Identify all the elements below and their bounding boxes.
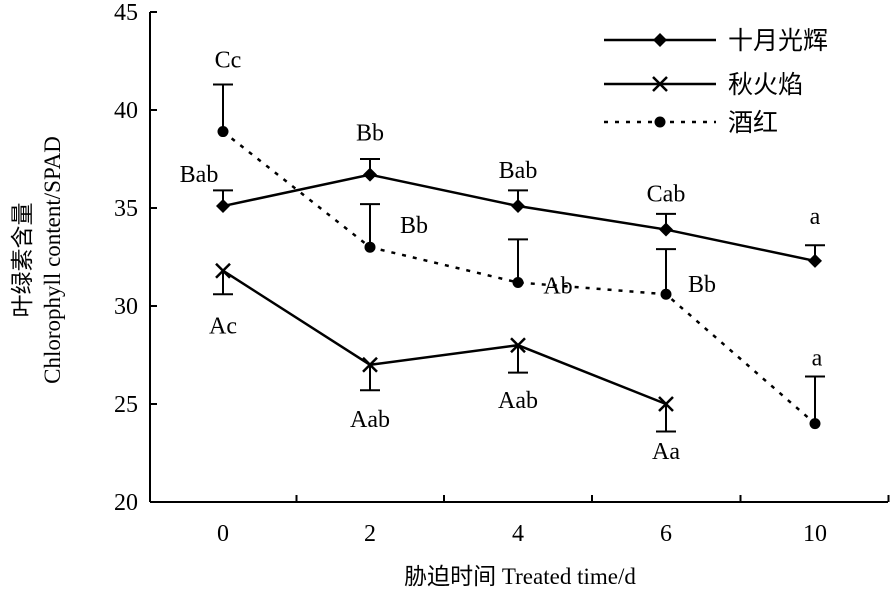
x-axis-title: 胁迫时间 Treated time/d <box>404 564 636 589</box>
circle-marker <box>809 418 821 430</box>
significance-label: Bb <box>400 213 428 239</box>
diamond-marker <box>511 199 525 214</box>
legend-item-1: 十月光辉 <box>604 27 828 55</box>
circle-marker <box>660 288 672 300</box>
significance-label: Cab <box>647 182 686 208</box>
y-tick-label: 40 <box>114 98 138 124</box>
legend-label: 十月光辉 <box>728 27 828 55</box>
x-marker <box>362 356 378 373</box>
y-tick-label: 25 <box>114 392 138 418</box>
significance-label: Bb <box>688 272 716 298</box>
x-tick-label: 10 <box>803 521 827 547</box>
x-marker <box>510 337 526 354</box>
significance-label: Ac <box>209 314 237 340</box>
legend-item-3: 酒红 <box>604 109 778 137</box>
y-tick-label: 20 <box>114 490 138 516</box>
series-1 <box>213 158 825 268</box>
y-axis-title-line2: Chlorophyll content/SPAD <box>40 136 65 384</box>
significance-label: Cc <box>215 48 242 74</box>
significance-label: a <box>810 204 821 230</box>
significance-label: a <box>812 346 823 372</box>
diamond-marker <box>653 33 667 47</box>
significance-label: Bab <box>499 158 538 184</box>
diamond-marker <box>363 167 377 182</box>
legend-label: 秋火焰 <box>728 71 803 99</box>
circle-marker <box>512 276 524 288</box>
x-marker <box>215 262 231 279</box>
legend-label: 酒红 <box>728 109 778 137</box>
series-layer <box>213 83 825 433</box>
circle-marker <box>217 126 229 138</box>
y-tick-label: 35 <box>114 196 138 222</box>
circle-marker <box>654 116 666 128</box>
significance-label: Aa <box>652 439 680 465</box>
series-2 <box>213 262 676 433</box>
x-marker <box>652 76 668 92</box>
y-tick-label: 30 <box>114 294 138 320</box>
legend-item-2: 秋火焰 <box>604 71 803 99</box>
x-tick-label: 2 <box>364 521 376 547</box>
significance-label: Bb <box>356 121 384 147</box>
diamond-marker <box>216 199 230 214</box>
series-line <box>222 130 816 425</box>
y-tick-label: 45 <box>114 0 138 26</box>
x-tick-label: 6 <box>660 521 672 547</box>
significance-label: Aab <box>350 407 390 433</box>
axes: 20 25 30 35 40 45 0 2 4 6 10 <box>114 0 890 547</box>
series-line <box>222 269 667 406</box>
diamond-marker <box>659 222 673 237</box>
significance-label: Bab <box>180 162 219 188</box>
significance-label: Ab <box>543 273 572 299</box>
x-marker <box>658 396 674 412</box>
y-axis-title-line1: 叶绿素含量 <box>10 203 35 318</box>
significance-label: Aab <box>498 388 538 414</box>
circle-marker <box>364 241 376 253</box>
series-3 <box>213 83 825 430</box>
x-tick-label: 0 <box>217 521 229 547</box>
diamond-marker <box>808 253 822 268</box>
x-tick-label: 4 <box>512 521 524 547</box>
